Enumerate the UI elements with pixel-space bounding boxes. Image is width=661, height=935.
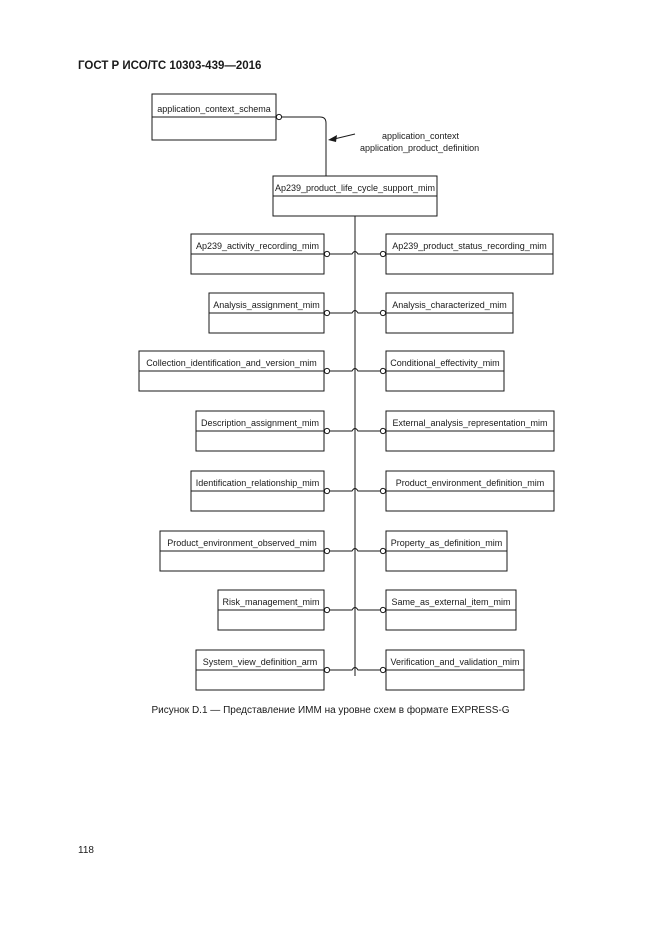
right-reference-circle (379, 427, 387, 435)
schema-name: application_context_schema (157, 104, 271, 114)
left-reference-circle (323, 487, 331, 495)
left-reference-circle (323, 666, 331, 674)
right-reference-circle (379, 487, 387, 495)
schema-name: Verification_and_validation_mim (390, 657, 519, 667)
root-to-main-connector (282, 116, 327, 176)
root-schema-circle (275, 113, 283, 121)
branch-connector (330, 667, 380, 671)
branch-connector (330, 368, 380, 372)
root-schema-box: application_context_schema (151, 93, 277, 141)
reference-label: application_product_definition (360, 143, 479, 153)
schema-name: Ap239_product_status_recording_mim (392, 241, 547, 251)
left-reference-circle (323, 367, 331, 375)
left-schema-box: Product_environment_observed_mim (159, 530, 325, 572)
schema-name: Conditional_effectivity_mim (390, 358, 499, 368)
branch-connector (330, 607, 380, 611)
right-reference-circle (379, 666, 387, 674)
left-reference-circle (323, 606, 331, 614)
right-schema-box: Verification_and_validation_mim (385, 649, 525, 691)
schema-name: Description_assignment_mim (201, 418, 319, 428)
schema-name: Ap239_product_life_cycle_support_mim (275, 183, 435, 193)
figure-caption: Рисунок D.1 — Представление ИММ на уровн… (151, 705, 510, 716)
branch-connector (330, 548, 380, 552)
right-schema-box: Ap239_product_status_recording_mim (385, 233, 554, 275)
right-reference-circle (379, 309, 387, 317)
schema-name: System_view_definition_arm (203, 657, 318, 667)
schema-name: Risk_management_mim (222, 597, 319, 607)
right-reference-circle (379, 606, 387, 614)
right-reference-circle (379, 367, 387, 375)
branch-connector (330, 251, 380, 255)
left-reference-circle (323, 547, 331, 555)
right-schema-box: Analysis_characterized_mim (385, 292, 514, 334)
left-reference-circle (323, 250, 331, 258)
schema-name: Same_as_external_item_mim (391, 597, 510, 607)
schema-name: Ap239_activity_recording_mim (196, 241, 319, 251)
right-reference-circle (379, 547, 387, 555)
page-number: 118 (78, 845, 94, 856)
schema-name: Property_as_definition_mim (391, 538, 503, 548)
right-reference-circle (379, 250, 387, 258)
left-schema-box: Analysis_assignment_mim (208, 292, 325, 334)
left-reference-circle (323, 309, 331, 317)
reference-label: application_context (382, 131, 460, 141)
main-schema-box: Ap239_product_life_cycle_support_mim (272, 175, 438, 217)
schema-name: Product_environment_definition_mim (396, 478, 545, 488)
left-schema-box: Collection_identification_and_version_mi… (138, 350, 325, 392)
branch-connector (330, 310, 380, 314)
left-reference-circle (323, 427, 331, 435)
schema-name: External_analysis_representation_mim (392, 418, 547, 428)
right-schema-box: Same_as_external_item_mim (385, 589, 517, 631)
schema-name: Product_environment_observed_mim (167, 538, 317, 548)
branch-connector (330, 488, 380, 492)
reference-arrow-head (328, 135, 337, 142)
right-schema-box: External_analysis_representation_mim (385, 410, 555, 452)
branch-connector (330, 428, 380, 432)
schema-name: Analysis_characterized_mim (392, 300, 507, 310)
right-schema-box: Product_environment_definition_mim (385, 470, 555, 512)
left-schema-box: Identification_relationship_mim (190, 470, 325, 512)
left-schema-box: Ap239_activity_recording_mim (190, 233, 325, 275)
document-header: ГОСТ Р ИСО/ТС 10303-439—2016 (78, 60, 262, 72)
schema-name: Collection_identification_and_version_mi… (146, 358, 317, 368)
schema-name: Analysis_assignment_mim (213, 300, 320, 310)
right-schema-box: Conditional_effectivity_mim (385, 350, 505, 392)
left-schema-box: Description_assignment_mim (195, 410, 325, 452)
schema-name: Identification_relationship_mim (196, 478, 320, 488)
right-schema-box: Property_as_definition_mim (385, 530, 508, 572)
left-schema-box: Risk_management_mim (217, 589, 325, 631)
left-schema-box: System_view_definition_arm (195, 649, 325, 691)
